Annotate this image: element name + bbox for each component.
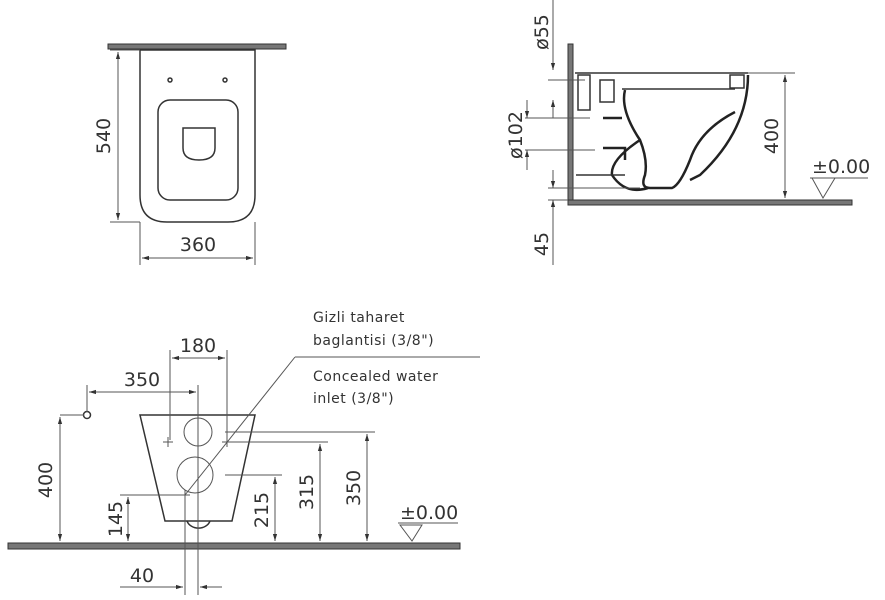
floor-bar: [567, 199, 853, 206]
bowl-opening: [182, 127, 216, 161]
dim-w180: 180: [180, 335, 216, 357]
label-en-line1: Concealed water: [313, 369, 438, 385]
level-label: ±0.00: [400, 502, 458, 524]
dim-h145: 145: [105, 501, 127, 537]
bowl-profile: [603, 74, 750, 192]
dim-45: 45: [531, 232, 553, 256]
side-view: 400 ±0.00 ø55 ø102 45: [505, 0, 870, 265]
water-supply-point: [82, 410, 92, 420]
dim-h315: 315: [296, 474, 318, 510]
dim-depth: 540: [93, 118, 115, 154]
dim-w350: 350: [124, 369, 160, 391]
label-tr-line1: Gizli taharet: [313, 310, 405, 326]
top-view: 540 360: [93, 43, 287, 265]
dim-d102: ø102: [505, 111, 527, 159]
bowl-rim: [157, 99, 239, 201]
wall-bar: [107, 43, 287, 50]
toilet-back-outline: [139, 414, 256, 522]
back-view: 400 145 215 315 350 180 350 40 ±0.00 Giz…: [7, 310, 480, 595]
toilet-outline: [139, 49, 256, 223]
level-triangle-icon: [399, 524, 423, 542]
dim-h215: 215: [251, 492, 273, 528]
seat-hinge: [729, 74, 745, 89]
level-triangle-icon: [811, 177, 836, 200]
dim-height: 400: [761, 118, 783, 154]
dim-h400: 400: [35, 462, 57, 498]
floor-bar: [7, 542, 461, 550]
label-tr-line2: baglantisi (3/8"): [313, 333, 434, 349]
dim-h350: 350: [343, 470, 365, 506]
seat-hole-right: [222, 77, 228, 83]
waste-outlet: [176, 456, 214, 494]
dim-width: 360: [180, 234, 216, 256]
label-en-line2: inlet (3/8"): [313, 391, 394, 407]
wall-bar: [567, 43, 574, 206]
dim-w40: 40: [130, 565, 154, 587]
level-label: ±0.00: [812, 156, 870, 178]
leader-line: [184, 356, 296, 496]
seat-hole-left: [167, 77, 173, 83]
dim-d55: ø55: [531, 14, 553, 50]
